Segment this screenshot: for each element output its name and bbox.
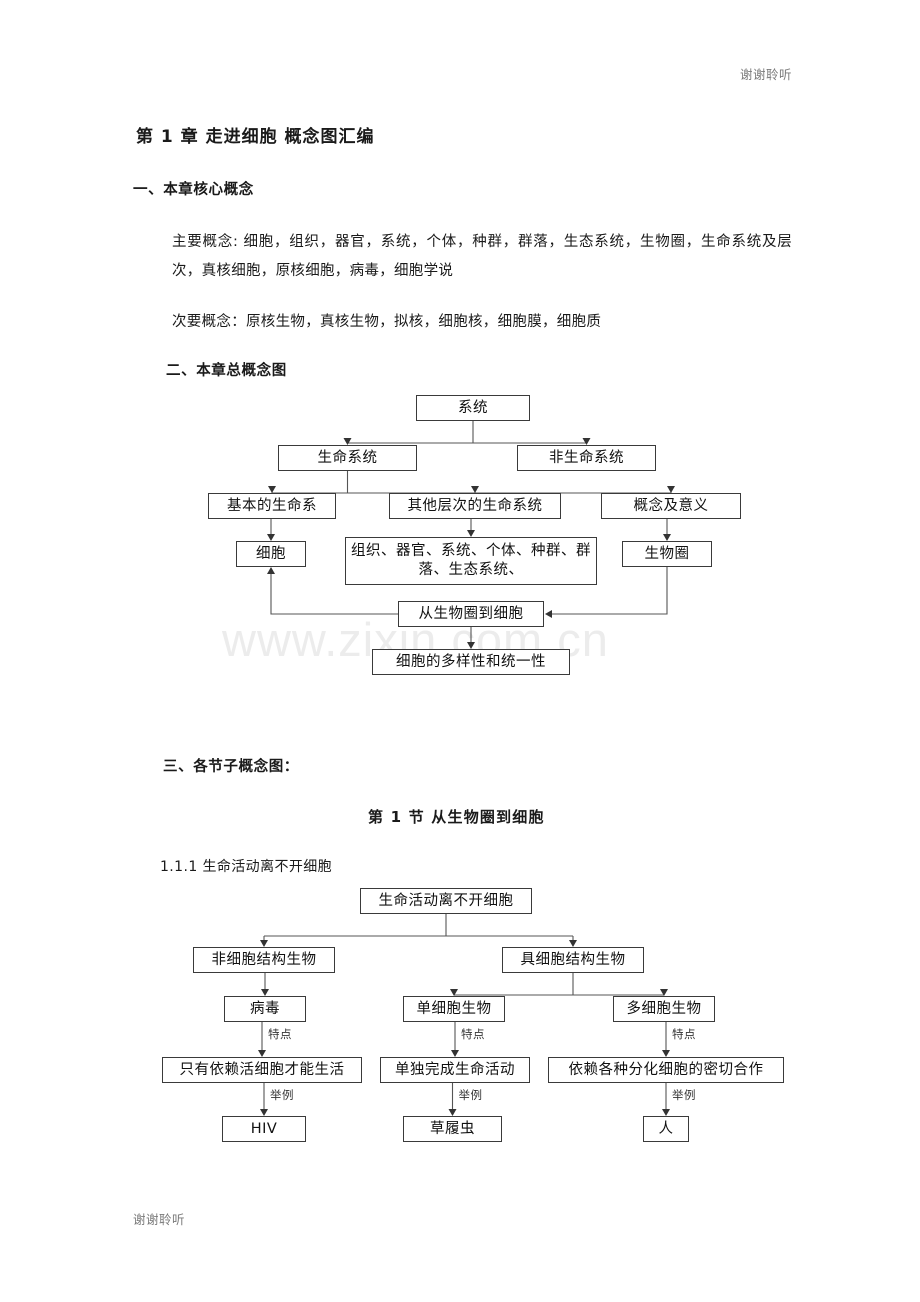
diagram-node-m12: 人	[643, 1116, 689, 1142]
diagram-node-m7: 只有依赖活细胞才能生活	[162, 1057, 362, 1083]
diagram-node-n9: 生物圈	[622, 541, 712, 567]
diagram-node-n3: 非生命系统	[517, 445, 656, 471]
diagram-node-n4: 基本的生命系	[208, 493, 336, 519]
diagram-edge-label: 特点	[267, 1026, 293, 1042]
running-foot: 谢谢聆听	[133, 1212, 186, 1227]
diagram-node-m6: 多细胞生物	[613, 996, 715, 1022]
diagram-edge-label: 举例	[269, 1087, 295, 1103]
diagram-node-m9: 依赖各种分化细胞的密切合作	[548, 1057, 784, 1083]
diagram-node-n5: 其他层次的生命系统	[389, 493, 561, 519]
diagram-node-m3: 具细胞结构生物	[502, 947, 644, 973]
diagram-node-n6: 概念及意义	[601, 493, 741, 519]
diagram-edge-label: 举例	[457, 1087, 484, 1103]
diagram-node-m8: 单独完成生命活动	[380, 1057, 530, 1083]
heading-core-concepts: 一、本章核心概念	[133, 182, 254, 199]
diagram-node-m4: 病毒	[224, 996, 306, 1022]
heading-overview-map: 二、本章总概念图	[166, 363, 287, 380]
diagram-node-m10: HIV	[222, 1116, 306, 1142]
diagram-node-m11: 草履虫	[403, 1116, 502, 1142]
diagram-node-m2: 非细胞结构生物	[193, 947, 335, 973]
paragraph-main-concepts: 主要概念: 细胞，组织，器官，系统，个体，种群，群落，生态系统，生物圈，生命系统…	[172, 233, 792, 279]
section-node-title: 第 1 节 从生物圈到细胞	[368, 808, 545, 826]
paragraph-secondary-concepts: 次要概念：原核生物，真核生物，拟核，细胞核，细胞膜，细胞质	[172, 313, 602, 330]
diagram-node-n2: 生命系统	[278, 445, 417, 471]
page-title: 第 1 章 走进细胞 概念图汇编	[136, 127, 375, 148]
diagram-node-n1: 系统	[416, 395, 530, 421]
diagram-edge-label: 举例	[671, 1087, 697, 1103]
subsection-title: 1.1.1 生命活动离不开细胞	[160, 859, 333, 875]
heading-sub-maps: 三、各节子概念图：	[163, 759, 299, 776]
diagram-node-n10: 从生物圈到细胞	[398, 601, 544, 627]
diagram-edge-label: 特点	[671, 1026, 697, 1042]
diagram-edge-label: 特点	[460, 1026, 486, 1042]
diagram-node-m1: 生命活动离不开细胞	[360, 888, 532, 914]
diagram-node-n11: 细胞的多样性和统一性	[372, 649, 570, 675]
running-head: 谢谢聆听	[739, 67, 792, 82]
diagram-node-n8: 组织、器官、系统、个体、种群、群落、生态系统、	[345, 537, 597, 585]
diagram-node-m5: 单细胞生物	[403, 996, 505, 1022]
diagram-node-n7: 细胞	[236, 541, 306, 567]
